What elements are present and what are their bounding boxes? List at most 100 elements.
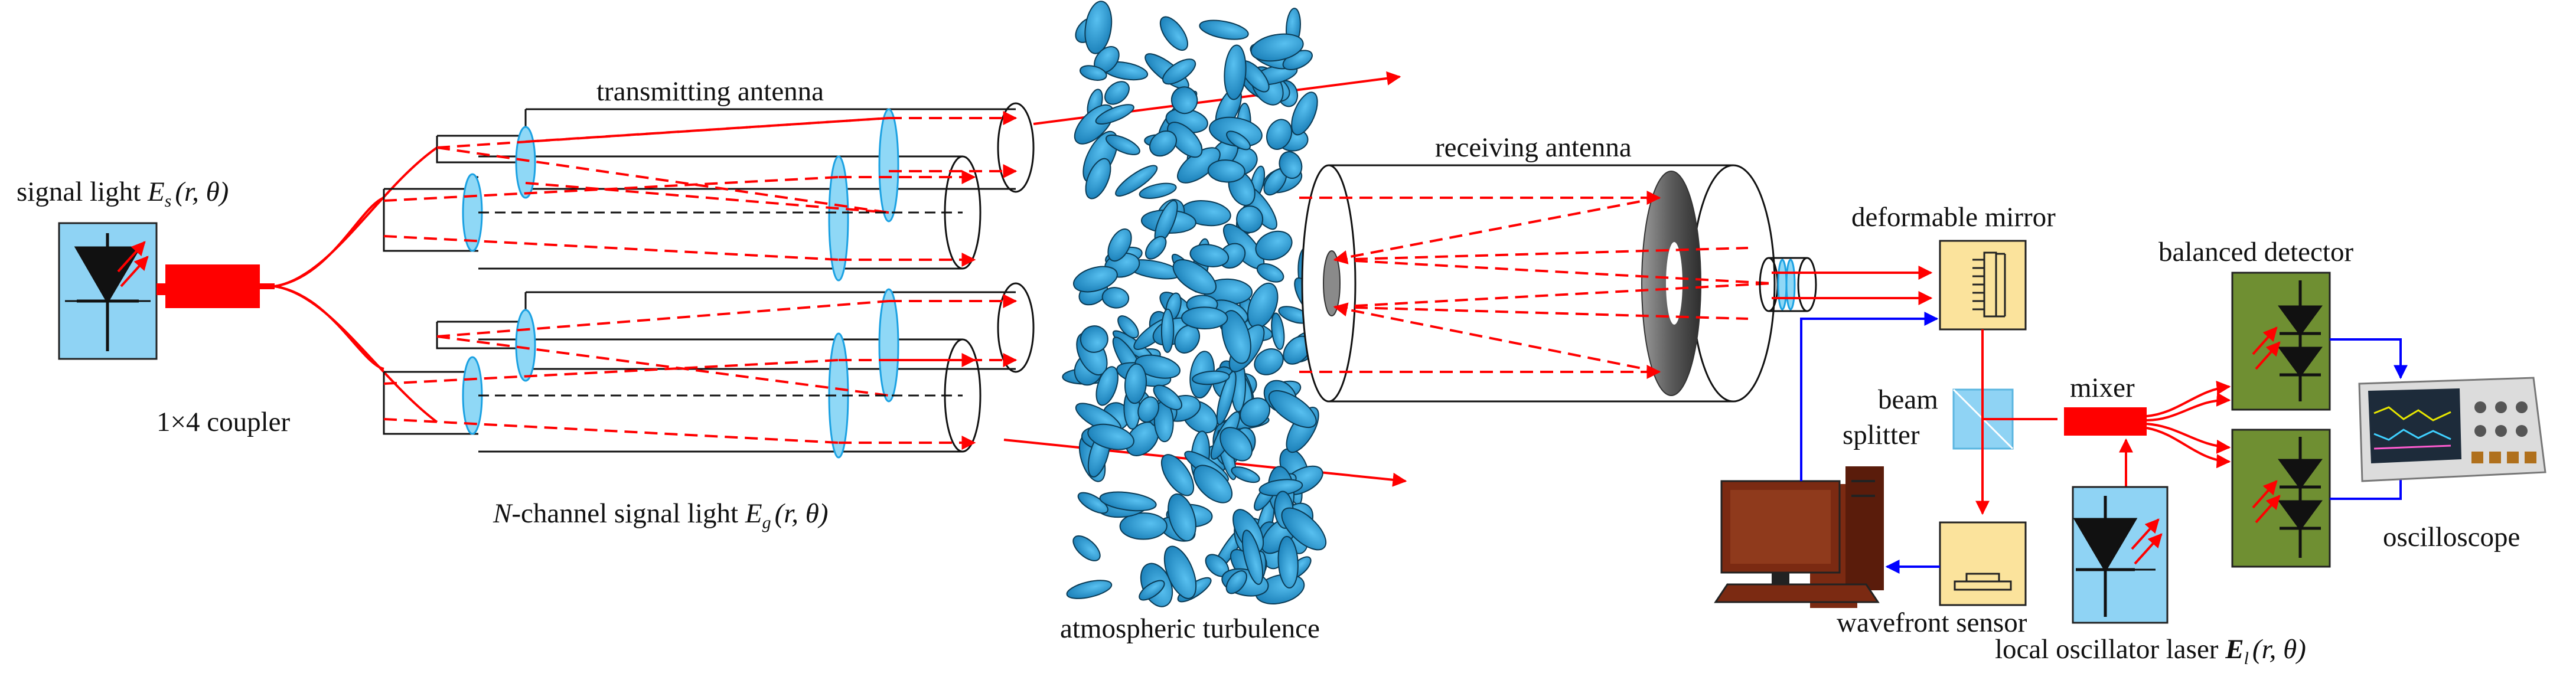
turbulence-eddy [1216,371,1237,426]
transmitting-antenna-upper [383,102,1035,270]
turbulence-eddy [1241,529,1264,585]
turbulence-eddy [1160,454,1195,496]
beam-splitter-label-line2: splitter [1843,420,1920,450]
collimator [1759,257,1933,312]
turbulence-eddy [1231,466,1260,483]
turbulence-eddy [1168,493,1196,542]
turbulence-eddy [1099,491,1157,512]
turbulence-eddy [1193,465,1233,504]
atmospheric-turbulence-label: atmospheric turbulence [1060,613,1320,644]
beam-splitter-label-line1: beam [1878,384,1938,415]
wavefront-sensor-label: wavefront sensor [1837,607,2027,638]
oscilloscope-label: oscilloscope [2383,522,2520,553]
turbulence-eddy [1077,492,1108,514]
balanced-detector-upper [2231,272,2331,411]
local-oscillator-label: local oscillator laser El(r, θ) [1995,634,2306,668]
turbulence-eddy [1271,312,1285,350]
feedback-lines [1800,312,1940,574]
secondary-mirror [1323,250,1341,316]
turbulence-eddy [1224,44,1247,100]
transmitting-lenses [462,108,899,459]
turbulence-eddy [1149,130,1178,157]
turbulence-eddy [1281,507,1327,551]
turbulence-eddy [1117,315,1139,339]
mixer [2064,407,2147,436]
turbulence-eddy [1189,244,1230,267]
coupler-label: 1×4 coupler [156,407,291,437]
turbulence-eddy [1072,266,1118,293]
turbulence-eddy [1160,308,1175,353]
turbulence-eddy [1199,19,1249,40]
turbulence-eddy [1119,512,1168,540]
turbulence-eddy [1256,263,1284,283]
turbulence-eddy [1255,230,1293,261]
turbulence-eddy [1105,134,1140,155]
turbulence-eddy [1192,370,1230,385]
turbulence-eddy [1291,91,1318,136]
transmitter-axes [478,211,963,397]
coupler-fibers [274,146,438,423]
signal-light-source [58,222,275,360]
turbulence-eddy [1159,16,1188,51]
receiving-antenna-label: receiving antenna [1435,132,1632,163]
turbulence-eddy [1250,33,1304,62]
turbulence-eddy [1087,423,1134,450]
turbulence-eddy [1279,151,1303,179]
turbulence-eddy [1115,165,1158,197]
wavefront-sensor [1939,521,2027,606]
balanced-detector-label: balanced detector [2158,237,2353,267]
turbulence-eddy [1268,390,1317,429]
turbulence-eddy [1266,119,1293,150]
turbulence-eddy [1254,348,1284,375]
turbulence-eddy [1162,58,1196,85]
turbulence-eddy [1277,535,1299,589]
turbulence-eddy [1104,81,1130,105]
turbulence-eddy [1139,182,1177,199]
turbulence-eddy [1236,205,1264,233]
turbulence-eddy [1101,287,1130,309]
turbulence-eddy [1144,236,1167,260]
turbulence-eddy [1072,535,1101,561]
turbulence-eddy [1219,427,1253,462]
turbulence-eddy [1134,354,1181,379]
turbulence-eddy [1080,325,1108,353]
photodiode-icon [2278,280,2323,401]
turbulence-eddy [1095,366,1119,406]
n-channel-label: N-channel signal light Eg(r, θ) [493,498,829,532]
turbulence-eddy [1221,310,1251,364]
transmitting-antenna-label: transmitting antenna [596,76,824,107]
turbulence-cloud [1062,1,1327,607]
turbulence-eddy [1181,306,1228,330]
turbulence-eddy [1226,130,1251,151]
turbulence-eddy [1225,570,1247,594]
oscilloscope-icon [2358,377,2546,482]
turbulence-eddy [1095,104,1134,125]
turbulence-eddy [1107,228,1132,262]
laser-diode-icon [65,233,151,351]
mixer-label: mixer [2070,372,2135,403]
signal-light-label: signal light Es(r, θ) [17,176,229,211]
turbulence-eddy [1079,65,1107,81]
balanced-detector-lower [2231,429,2331,568]
turbulence-eddy [1153,384,1182,410]
local-oscillator-laser [2072,486,2169,624]
turbulence-eddy [1240,397,1271,427]
deformable-mirror-label: deformable mirror [1851,202,2056,233]
transmitter-beams [383,111,1018,450]
turbulence-eddy [1167,122,1203,158]
mixer-outputs [2146,381,2231,469]
turbulence-eddy [1163,545,1197,599]
computer-icon [1714,466,1884,608]
mirror-actuator-icon [1972,251,2006,318]
coupler-block [165,264,260,308]
turbulence-eddy [1137,396,1159,423]
receiving-antenna [1299,164,1776,403]
turbulence-eddy [1170,86,1198,115]
turbulence-eddy [1139,580,1165,601]
deformable-mirror [1939,240,2027,331]
turbulence-eddy [1172,259,1217,295]
turbulence-eddy [1207,159,1245,183]
turbulence-eddy [1085,158,1111,200]
